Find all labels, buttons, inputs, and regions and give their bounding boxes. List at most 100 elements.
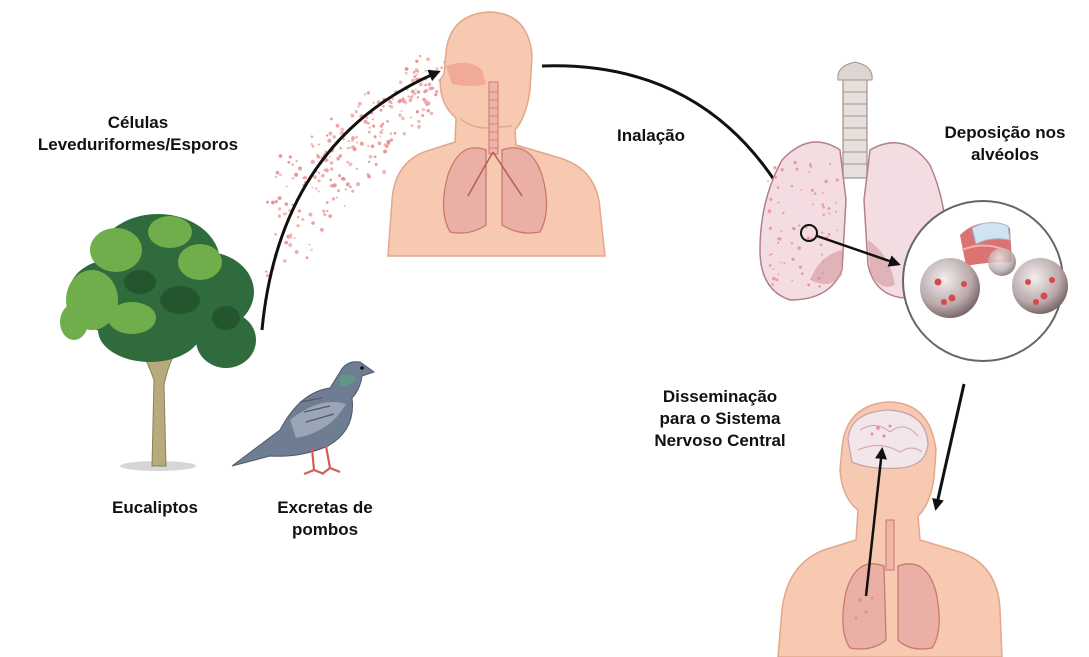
label-dissemination-line-3: Nervoso Central bbox=[640, 430, 800, 452]
spore-dot bbox=[284, 241, 288, 245]
spore-dot bbox=[289, 155, 292, 158]
label-dissemination-line-2: para o Sistema bbox=[640, 408, 800, 430]
lung-spore-dot bbox=[828, 212, 830, 214]
spore-dot bbox=[416, 110, 419, 113]
lung-spore-dot bbox=[792, 258, 795, 261]
label-deposition-line-1: Deposição nos bbox=[925, 122, 1085, 144]
label-inhalation-text: Inalação bbox=[606, 125, 696, 147]
spore-dot bbox=[298, 209, 301, 212]
spore-dot bbox=[278, 215, 281, 218]
spore-dot bbox=[338, 174, 341, 177]
spore-dot bbox=[428, 87, 432, 91]
label-pigeon-line-2: pombos bbox=[258, 519, 392, 541]
spore-dot bbox=[382, 129, 384, 131]
spore-dot bbox=[417, 120, 420, 123]
arrow-alveoli-to-cns bbox=[936, 384, 964, 508]
label-deposition-line-2: alvéolos bbox=[925, 144, 1085, 166]
spore-dot bbox=[336, 197, 338, 199]
spore-dot bbox=[295, 160, 298, 163]
spore-dot bbox=[417, 90, 420, 93]
human-torso-bottom bbox=[778, 402, 1002, 657]
spore-dot bbox=[294, 237, 296, 239]
lung-spore-dot bbox=[822, 272, 824, 274]
lung-spore-dot bbox=[811, 189, 814, 192]
lung-spore-dot bbox=[818, 285, 821, 288]
lung-spore-dot bbox=[821, 254, 823, 256]
spore-dot bbox=[358, 102, 362, 106]
spore-dot bbox=[380, 125, 383, 128]
spore-dot bbox=[372, 125, 375, 128]
spore-dot bbox=[419, 55, 421, 57]
spore-dot bbox=[379, 130, 383, 134]
lung-spore-dot bbox=[771, 253, 773, 255]
spore-dot bbox=[374, 135, 377, 138]
spore-dot bbox=[266, 201, 269, 204]
spore-dot bbox=[380, 109, 383, 112]
spore-dot bbox=[315, 187, 318, 190]
spore-dot bbox=[327, 139, 331, 143]
lung-spore-dot bbox=[797, 246, 801, 250]
spore-dot bbox=[321, 174, 325, 178]
spore-dot bbox=[333, 183, 337, 187]
lung-spore-dot bbox=[810, 165, 813, 168]
spore-dot bbox=[309, 244, 311, 246]
spore-dot bbox=[337, 189, 340, 192]
spore-dot bbox=[401, 117, 405, 121]
spore-dot bbox=[356, 182, 360, 186]
spore-dot bbox=[356, 142, 358, 144]
spore-dot bbox=[330, 167, 333, 170]
lung-spore-dot bbox=[800, 189, 802, 191]
spore-dot bbox=[368, 161, 370, 163]
eucalyptus-tree bbox=[60, 214, 256, 471]
lung-spore-dot bbox=[812, 204, 814, 206]
spore-dot bbox=[311, 187, 313, 189]
spore-dot bbox=[410, 116, 412, 118]
spore-dot bbox=[426, 104, 428, 106]
lung-spore-dot bbox=[777, 242, 779, 244]
spore-dot bbox=[323, 169, 325, 171]
spore-dot bbox=[346, 161, 349, 164]
spore-dot bbox=[288, 243, 292, 247]
spore-dot bbox=[279, 154, 283, 158]
spore-dot bbox=[339, 147, 342, 150]
spore-dot bbox=[390, 105, 394, 109]
spore-dot bbox=[411, 90, 415, 94]
spore-dot bbox=[360, 142, 364, 146]
lung-spore-dot bbox=[768, 209, 772, 213]
lung-spore-dot bbox=[781, 230, 783, 232]
spore-dot bbox=[329, 156, 331, 158]
label-spores-line-1: Células bbox=[2, 112, 274, 134]
lung-spore-dot bbox=[821, 203, 824, 206]
lung-spore-dot bbox=[777, 202, 779, 204]
spore-dot bbox=[348, 162, 352, 166]
spore-dot bbox=[355, 110, 358, 113]
spore-dot bbox=[298, 166, 302, 170]
spore-dot bbox=[347, 147, 349, 149]
spore-dot bbox=[291, 163, 293, 165]
lung-spore-dot bbox=[772, 268, 774, 270]
spore-dot bbox=[403, 132, 406, 135]
spore-dot bbox=[421, 114, 424, 117]
spore-dot bbox=[422, 98, 425, 101]
spore-dot bbox=[311, 135, 314, 138]
spore-dot bbox=[313, 175, 317, 179]
spore-dot bbox=[387, 142, 390, 145]
spore-dot bbox=[275, 200, 278, 203]
spore-dot bbox=[417, 125, 421, 129]
spore-dot bbox=[382, 105, 385, 108]
spore-dot bbox=[373, 102, 375, 104]
lung-spore-dot bbox=[807, 283, 810, 286]
lung-spore-dot bbox=[769, 264, 772, 267]
lung-spore-dot bbox=[822, 260, 824, 262]
spore-dot bbox=[317, 190, 319, 192]
lung-spore-dot bbox=[793, 161, 797, 165]
spore-dot bbox=[400, 110, 402, 112]
lung-spore-dot bbox=[836, 230, 838, 232]
lung-spore-dot bbox=[829, 163, 831, 165]
spore-dot bbox=[326, 210, 328, 212]
spore-dot bbox=[415, 89, 417, 91]
spore-dot bbox=[328, 132, 332, 136]
human-torso-top bbox=[388, 12, 605, 256]
spore-dot bbox=[312, 145, 315, 148]
